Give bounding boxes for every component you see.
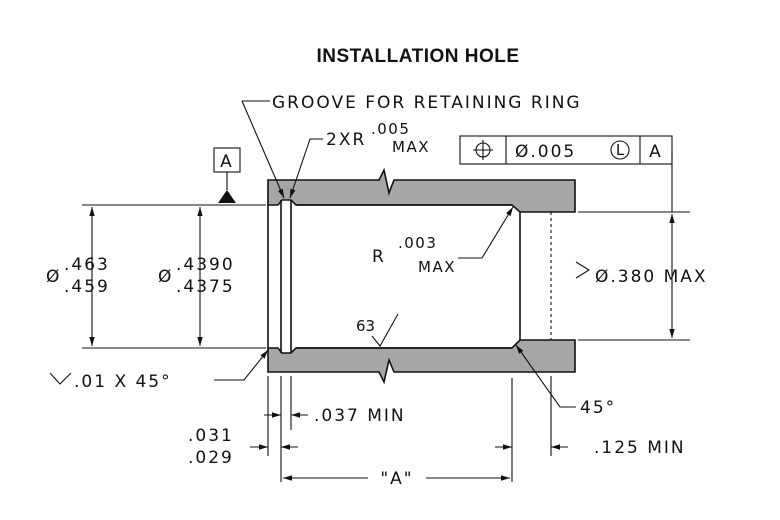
groove-radius-callout: 2XR .005 MAX [289, 120, 430, 199]
inner-radius-max: MAX [418, 258, 456, 276]
datum-a-label: A [220, 152, 234, 172]
bore-dia-upper: .4390 [176, 255, 235, 275]
groove-callout: GROOVE FOR RETAINING RING [241, 93, 582, 199]
lmc-modifier-icon [610, 140, 630, 160]
fcf-modifier: L [616, 141, 625, 159]
surface-finish-value: 63 [356, 317, 375, 335]
chamfer-label: .01 X 45° [74, 372, 172, 392]
outer-dia-prefix: Ø [46, 267, 61, 287]
depth-a-dimension: "A" [283, 469, 510, 489]
inner-radius-callout: R .003 MAX [372, 206, 514, 276]
chamfer-check-icon [49, 372, 72, 385]
bore-dia-lower: .4375 [176, 277, 235, 297]
bottom-wall-section [267, 339, 576, 385]
feature-control-frame: Ø.005 L A [459, 135, 673, 212]
datum-a-symbol: A [213, 147, 241, 203]
break-zigzag [575, 261, 591, 279]
fcf-datum: A [649, 142, 663, 162]
outer-dia-upper: .463 [64, 255, 110, 275]
groove-offset-lower: .029 [188, 448, 234, 468]
groove-width-dimension: .037 MIN [264, 406, 406, 426]
bore-dia-prefix: Ø [158, 267, 173, 287]
groove-radius-value: .005 [371, 120, 410, 138]
position-icon [473, 140, 493, 160]
groove-radius-prefix: 2XR [326, 130, 366, 150]
depth-a-label: "A" [380, 469, 413, 489]
bore-diameter-dimension: Ø .4390 .4375 [158, 207, 235, 346]
exit-length-dimension: .125 MIN [495, 438, 686, 458]
angle-label: 45° [580, 398, 616, 418]
angle-callout: 45° [515, 344, 616, 418]
inner-radius-prefix: R [372, 247, 386, 267]
surface-finish-symbol: 63 [356, 313, 399, 347]
inner-radius-value: .003 [398, 234, 437, 252]
chamfer-callout: .01 X 45° [49, 349, 269, 392]
top-wall-section [267, 167, 576, 213]
exit-length-label: .125 MIN [594, 438, 686, 458]
exit-dia-label: Ø.380 MAX [595, 267, 708, 287]
groove-label: GROOVE FOR RETAINING RING [272, 93, 582, 113]
groove-radius-max: MAX [392, 138, 430, 156]
outer-diameter-dimension: Ø .463 .459 [46, 204, 266, 349]
exit-diameter-dimension: Ø.380 MAX [575, 211, 708, 341]
groove-width-label: .037 MIN [314, 406, 406, 426]
drawing-title: INSTALLATION HOLE [316, 46, 519, 67]
fcf-tolerance: Ø.005 [515, 142, 576, 162]
outer-dia-lower: .459 [64, 277, 110, 297]
groove-offset-upper: .031 [188, 426, 234, 446]
groove-offset-dimension: .031 .029 [188, 426, 298, 468]
